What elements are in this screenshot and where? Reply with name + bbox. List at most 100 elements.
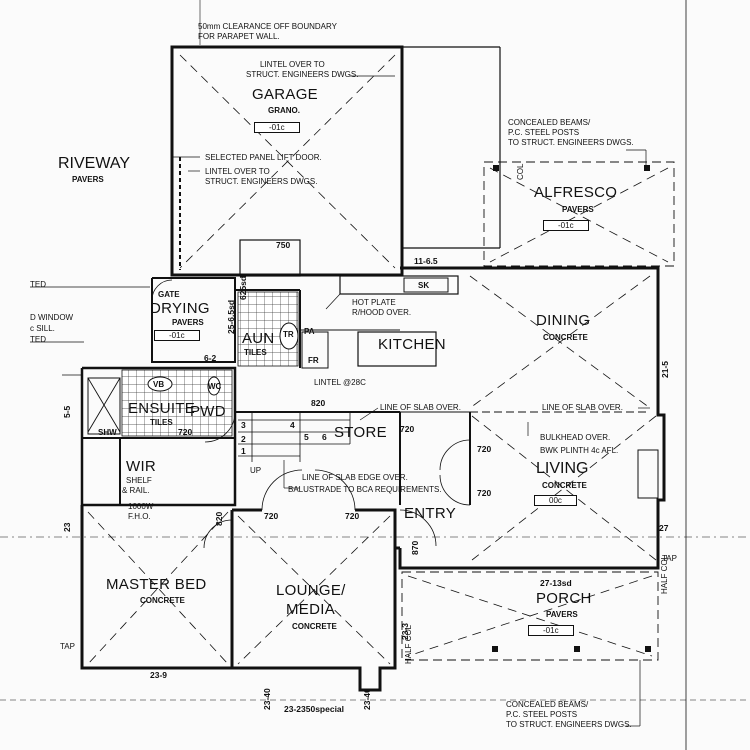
room-drying: DRYING bbox=[150, 300, 210, 317]
room-laundry: AUN bbox=[242, 330, 275, 347]
dim-23-2350: 23-2350special bbox=[284, 704, 345, 714]
room-kitchen-sink: SK bbox=[418, 281, 430, 290]
dim-870: 870 bbox=[410, 540, 420, 555]
room-lounge-finish: CONCRETE bbox=[292, 622, 337, 631]
room-dining: DINING bbox=[536, 312, 591, 329]
note-beams-top: CONCEALED BEAMS/ bbox=[508, 118, 591, 127]
dim-720-f: 720 bbox=[178, 427, 193, 437]
room-driveway: RIVEWAY bbox=[58, 155, 131, 172]
room-porch-finish: PAVERS bbox=[546, 610, 578, 619]
room-alfresco-level: -01c bbox=[543, 220, 589, 231]
note-slab-edge-2: LINE OF SLAB OVER. bbox=[542, 403, 623, 412]
room-entry: ENTRY bbox=[404, 505, 457, 522]
note-left-window: D WINDOW bbox=[30, 313, 74, 322]
room-ensuite: ENSUITE bbox=[128, 400, 196, 417]
room-kitchen: KITCHEN bbox=[378, 336, 446, 353]
stair-step-2: 2 bbox=[241, 434, 246, 444]
note-parapet-2: FOR PARAPET WALL. bbox=[198, 32, 280, 41]
room-ensuite-vanity: VB bbox=[153, 380, 165, 389]
room-laundry-pa: PA bbox=[304, 327, 315, 336]
note-fho: F.H.O. bbox=[128, 512, 151, 521]
note-lintel-28c: LINTEL @28C bbox=[314, 378, 366, 387]
room-master-bed: MASTER BED bbox=[106, 576, 207, 593]
room-laundry-finish: TILES bbox=[244, 348, 267, 357]
room-laundry-tr: TR bbox=[283, 330, 294, 339]
room-ensuite-shower: SHW bbox=[98, 428, 117, 437]
note-lintel-door-2: STRUCT. ENGINEERS DWGS. bbox=[205, 177, 318, 186]
room-porch-level: -01c bbox=[528, 625, 574, 636]
dim-750: 750 bbox=[276, 240, 291, 250]
room-garage-finish: GRANO. bbox=[268, 106, 300, 115]
dim-625: 625sd bbox=[238, 275, 248, 300]
note-shelf: SHELF bbox=[126, 476, 152, 485]
stair-step-6: 6 bbox=[322, 432, 327, 442]
room-alfresco-finish: PAVERS bbox=[562, 205, 594, 214]
dim-720-d: 720 bbox=[264, 511, 279, 521]
room-ensuite-wc: WC bbox=[208, 382, 222, 391]
note-lintel-garage-2: STRUCT. ENGINEERS DWGS. bbox=[246, 70, 359, 79]
note-parapet: 50mm CLEARANCE OFF BOUNDARY bbox=[198, 22, 337, 31]
note-left-ted-1: TED bbox=[30, 280, 46, 289]
note-slab-edge-1: LINE OF SLAB OVER. bbox=[380, 403, 461, 412]
room-lounge: LOUNGE/ bbox=[276, 582, 346, 599]
room-wir: WIR bbox=[126, 458, 157, 475]
note-left-ted-2: TED bbox=[30, 335, 46, 344]
dim-11-6-5: 11-6.5 bbox=[414, 256, 438, 266]
room-media: MEDIA bbox=[286, 601, 336, 618]
dim-23-3: 23-3 bbox=[400, 622, 410, 640]
dim-27: 27 bbox=[659, 523, 669, 533]
dim-21-5: 21-5 bbox=[660, 360, 670, 378]
note-lift-door: SELECTED PANEL LIFT DOOR. bbox=[205, 153, 322, 162]
note-lintel-door: LINTEL OVER TO bbox=[205, 167, 270, 176]
stair-step-5: 5 bbox=[304, 432, 309, 442]
room-ensuite-finish: TILES bbox=[150, 418, 173, 427]
note-up: UP bbox=[250, 466, 262, 475]
stair-step-4: 4 bbox=[290, 420, 295, 430]
room-garage-level: -01c bbox=[254, 122, 300, 133]
dim-6-2: 6-2 bbox=[204, 353, 217, 363]
room-store: STORE bbox=[334, 424, 387, 441]
note-hotplate: HOT PLATE bbox=[352, 298, 396, 307]
room-drying-gate: GATE bbox=[158, 290, 180, 299]
room-drying-level: -01c bbox=[154, 330, 200, 341]
note-lintel-garage: LINTEL OVER TO bbox=[260, 60, 325, 69]
dim-720-b: 720 bbox=[477, 444, 492, 454]
dim-23-40-a: 23-40 bbox=[262, 688, 272, 710]
dim-25-6-5: 25-6.5sd bbox=[226, 299, 236, 334]
room-dining-finish: CONCRETE bbox=[543, 333, 588, 342]
dim-23: 23 bbox=[62, 522, 72, 532]
dim-5-5: 5-5 bbox=[62, 405, 72, 418]
note-beams-bottom: CONCEALED BEAMS/ bbox=[506, 700, 589, 709]
stair-step-1: 1 bbox=[241, 446, 246, 456]
note-slab-over: LINE OF SLAB EDGE OVER. bbox=[302, 473, 408, 482]
room-master-finish: CONCRETE bbox=[140, 596, 185, 605]
room-driveway-finish: PAVERS bbox=[72, 175, 104, 184]
room-porch: PORCH bbox=[536, 590, 592, 607]
dim-720-e: 720 bbox=[345, 511, 360, 521]
note-tap-left: TAP bbox=[60, 642, 75, 651]
room-powder: PWD bbox=[190, 403, 226, 420]
dim-720-a: 720 bbox=[400, 424, 415, 434]
room-alfresco: ALFRESCO bbox=[534, 184, 618, 201]
dim-23-9: 23-9 bbox=[150, 670, 168, 680]
note-half-col-right: HALF COL bbox=[660, 554, 669, 594]
room-living-finish: CONCRETE bbox=[542, 481, 587, 490]
note-beams-bottom-2: P.C. STEEL POSTS bbox=[506, 710, 578, 719]
room-drying-finish: PAVERS bbox=[172, 318, 204, 327]
note-balustrade: BALUSTRADE TO BCA REQUIREMENTS. bbox=[288, 485, 442, 494]
dim-820-b: 820 bbox=[214, 511, 224, 526]
room-living: LIVING bbox=[536, 460, 589, 477]
note-bulkhead: BULKHEAD OVER. bbox=[540, 433, 611, 442]
dim-23-40-b: 23-40 bbox=[362, 688, 372, 710]
dim-820-a: 820 bbox=[311, 398, 326, 408]
room-garage: GARAGE bbox=[252, 86, 318, 103]
dim-27-13: 27-13sd bbox=[540, 578, 572, 588]
note-tap-right: TAP bbox=[662, 554, 677, 563]
note-rhood: R/HOOD OVER. bbox=[352, 308, 412, 317]
room-kitchen-fr: FR bbox=[308, 356, 319, 365]
note-left-sill: c SILL. bbox=[30, 324, 55, 333]
note-beams-bottom-3: TO STRUCT. ENGINEERS DWGS. bbox=[506, 720, 632, 729]
note-window: 1000W bbox=[128, 502, 154, 511]
